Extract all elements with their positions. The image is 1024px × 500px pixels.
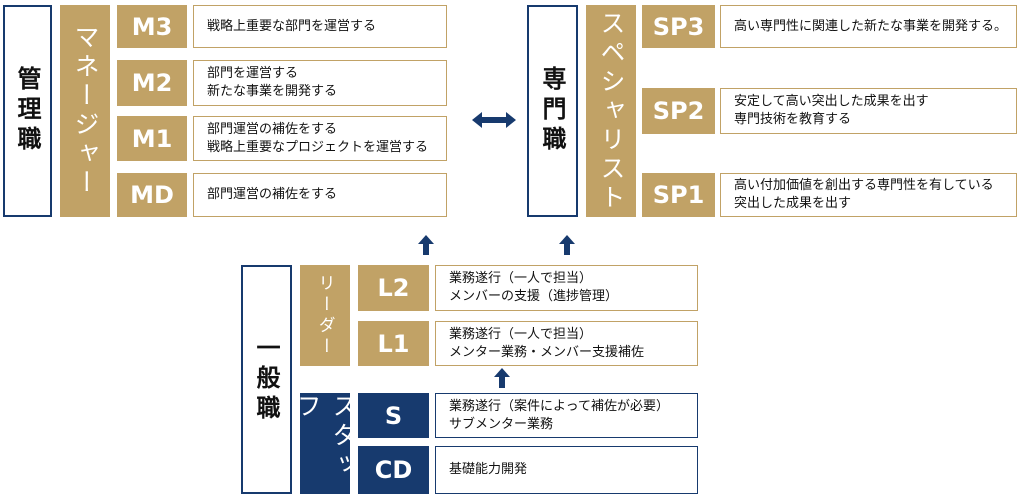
manager-band: マネージャー <box>60 5 110 217</box>
specialist-category: 専門職 <box>527 5 578 217</box>
desc-line: 安定して高い突出した成果を出す <box>734 94 929 109</box>
specialist-band: スペシャリスト <box>586 5 636 217</box>
staff-band: スタッフ <box>293 393 358 494</box>
desc-line: サブメンター業務 <box>449 416 554 432</box>
level-desc-m3: 戦略上重要な部門を運営する <box>193 5 447 48</box>
level-code-cd: CD <box>358 446 429 494</box>
level-code-m1: M1 <box>117 116 187 161</box>
up-arrow-icon <box>418 235 434 255</box>
desc-line: メンバーの支援（進捗管理） <box>449 289 619 304</box>
desc-line: 業務遂行（一人で担当） <box>449 326 593 342</box>
level-desc-sp2: 安定して高い突出した成果を出す 専門技術を教育する <box>720 88 1017 134</box>
desc-line: メンター業務・メンバー支援補佐 <box>449 344 645 360</box>
desc-line: 部門運営の補佐をする <box>207 187 338 202</box>
level-code-md: MD <box>117 173 187 217</box>
level-code-l2: L2 <box>358 265 429 311</box>
double-arrow-icon <box>472 112 516 128</box>
general-category: 一般職 <box>241 265 292 494</box>
up-arrow-icon <box>559 235 575 255</box>
desc-line: 部門運営の補佐をする <box>207 121 338 137</box>
level-code-l1: L1 <box>358 321 429 366</box>
up-arrow-icon <box>494 368 510 388</box>
level-desc-s: 業務遂行（案件によって補佐が必要） サブメンター業務 <box>435 393 698 438</box>
desc-line: 専門技術を教育する <box>734 112 852 127</box>
leader-band: リーダー <box>300 265 350 366</box>
desc-line: 戦略上重要なプロジェクトを運営する <box>207 139 429 155</box>
level-code-m2: M2 <box>117 60 187 106</box>
desc-line: 業務遂行（一人で担当） <box>449 271 593 286</box>
desc-line: 戦略上重要な部門を運営する <box>207 18 377 34</box>
level-desc-m2: 部門を運営する 新たな事業を開発する <box>193 60 447 106</box>
level-code-sp2: SP2 <box>642 88 715 134</box>
level-desc-m1: 部門運営の補佐をする 戦略上重要なプロジェクトを運営する <box>193 116 447 161</box>
level-code-m3: M3 <box>117 5 187 48</box>
desc-line: 業務遂行（案件によって補佐が必要） <box>449 398 669 414</box>
level-code-s: S <box>358 393 429 438</box>
level-desc-l1: 業務遂行（一人で担当） メンター業務・メンバー支援補佐 <box>435 321 698 366</box>
level-code-sp1: SP1 <box>642 173 715 217</box>
level-desc-sp3: 高い専門性に関連した新たな事業を開発する。 <box>720 5 1017 48</box>
level-desc-sp1: 高い付加価値を創出する専門性を有している 突出した成果を出す <box>720 173 1017 217</box>
management-category: 管理職 <box>3 5 52 217</box>
level-code-sp3: SP3 <box>642 5 715 48</box>
desc-line: 高い付加価値を創出する専門性を有している <box>734 178 994 193</box>
level-desc-l2: 業務遂行（一人で担当） メンバーの支援（進捗管理） <box>435 265 698 311</box>
desc-line: 突出した成果を出す <box>734 196 852 211</box>
level-desc-cd: 基礎能力開発 <box>435 446 698 494</box>
level-desc-md: 部門運営の補佐をする <box>193 173 447 217</box>
desc-line: 部門を運営する <box>207 66 299 81</box>
desc-line: 基礎能力開発 <box>449 462 528 477</box>
desc-line: 高い専門性に関連した新たな事業を開発する。 <box>734 18 1008 34</box>
desc-line: 新たな事業を開発する <box>207 84 338 99</box>
